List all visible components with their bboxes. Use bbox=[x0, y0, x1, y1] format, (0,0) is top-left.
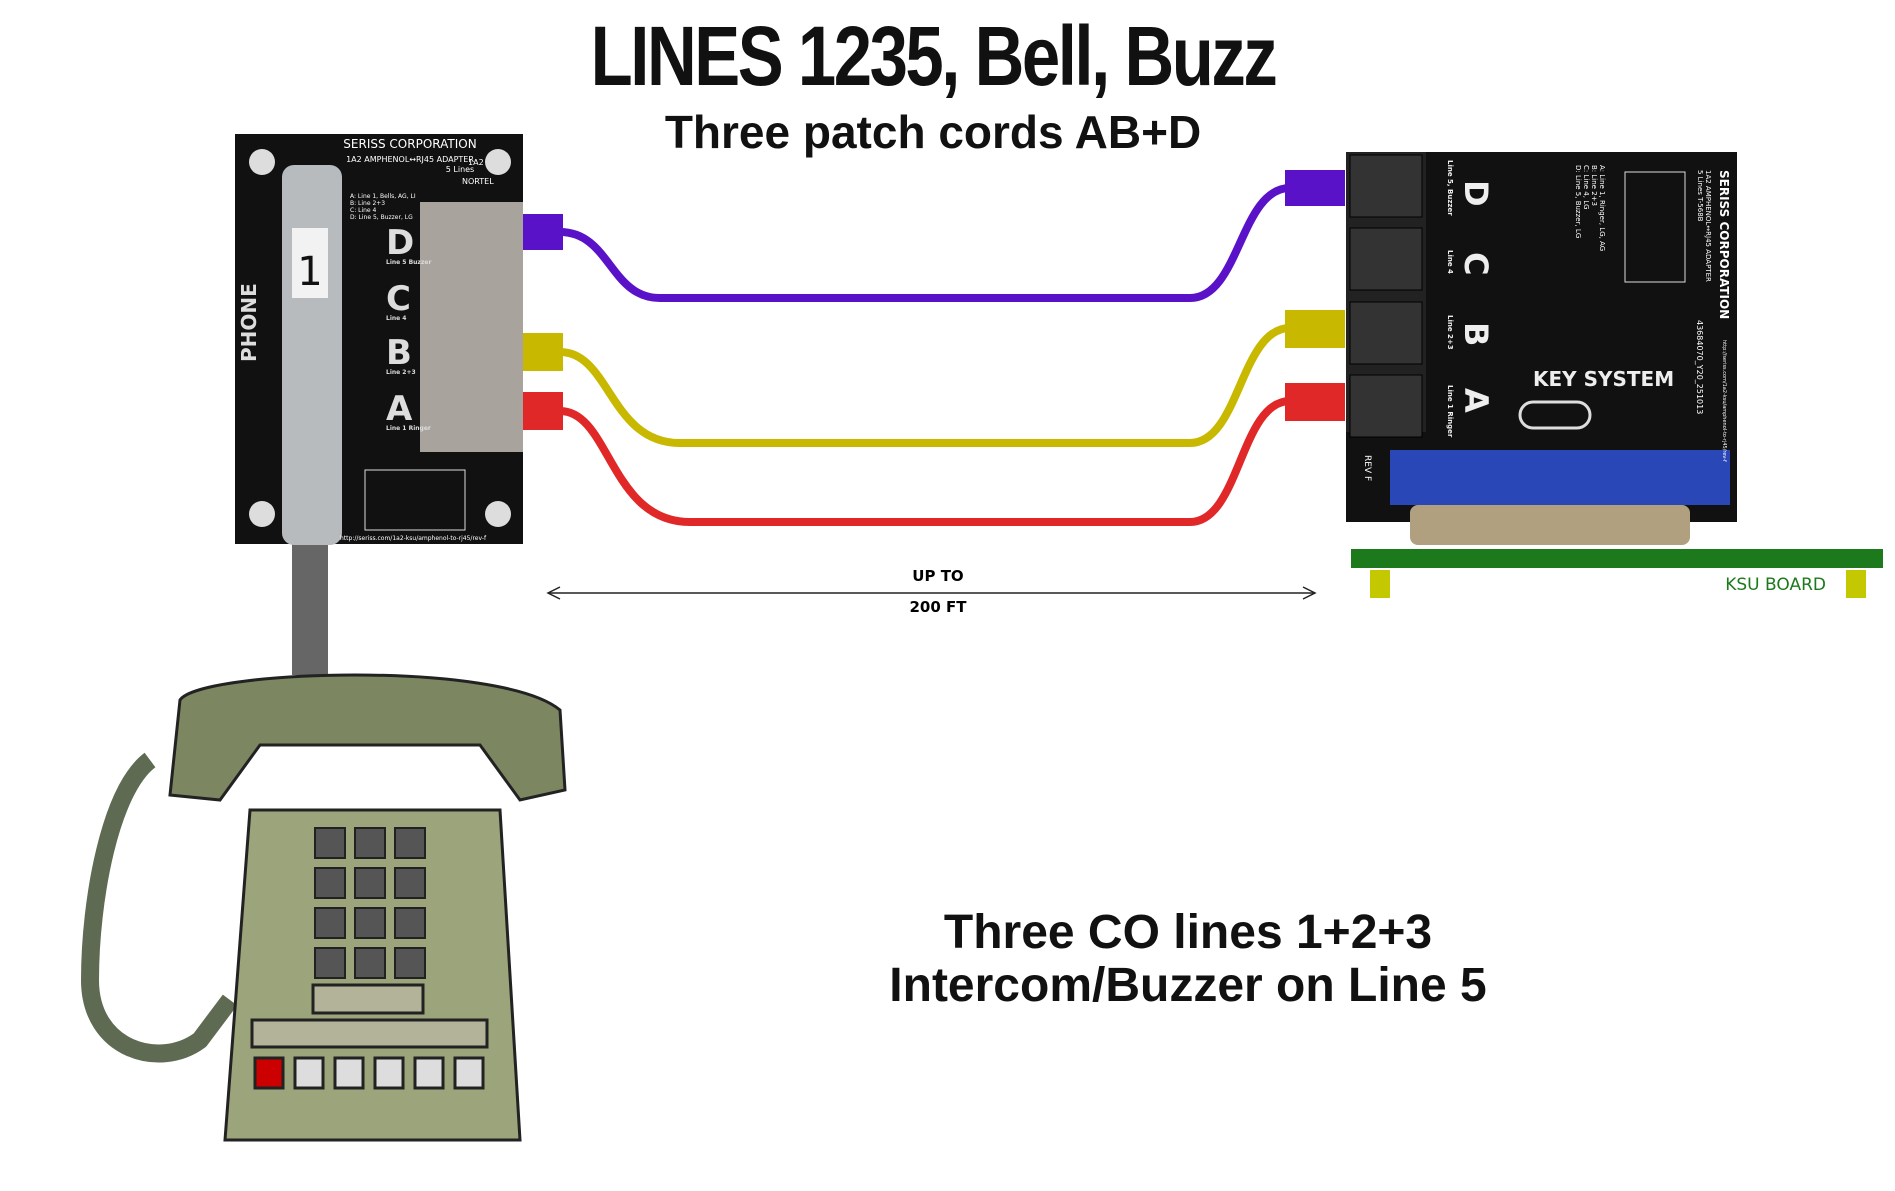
bottom-caption-line2: Intercom/Buzzer on Line 5 bbox=[889, 959, 1487, 1012]
red-plug-right bbox=[1285, 383, 1345, 421]
distance-arrow bbox=[546, 586, 1317, 600]
distance-bottom-label: 200 FT bbox=[909, 598, 967, 616]
right-port-c-desc: Line 4 bbox=[1446, 250, 1454, 274]
jumper-1a2: 1A2 bbox=[468, 158, 484, 167]
right-legend: A: Line 1, Ringer, LG, AG bbox=[1598, 165, 1606, 251]
ksu-label: KSU BOARD bbox=[1725, 575, 1826, 595]
left-port-d-desc: Line 5 Buzzer bbox=[386, 259, 431, 266]
yellow-plug-right bbox=[1285, 310, 1345, 348]
left-port-c-desc: Line 4 bbox=[386, 315, 406, 322]
purple-plug-left bbox=[523, 214, 563, 250]
left-adapter-board: 1 SERISS CORPORATION 1A2 AMPHENOL↔RJ45 A… bbox=[235, 134, 523, 675]
jumper-nortel: NORTEL bbox=[462, 177, 494, 186]
right-port-b-desc: Line 2+3 bbox=[1446, 315, 1454, 350]
key-system-label: KEY SYSTEM bbox=[1533, 367, 1674, 391]
right-adapter-board: D Line 5, Buzzer C Line 4 B Line 2+3 A L… bbox=[1346, 152, 1737, 545]
right-port-a-letter: A bbox=[1457, 388, 1495, 413]
left-header1: SERISS CORPORATION bbox=[343, 137, 476, 151]
diagram-title: LINES 1235, Bell, Buzz bbox=[590, 9, 1278, 103]
rev-label: REV F bbox=[1362, 455, 1372, 481]
left-port-c-letter: C bbox=[386, 279, 411, 319]
purple-cable bbox=[556, 184, 1294, 302]
left-port-d-letter: D bbox=[386, 223, 414, 263]
right-port-d-desc: Line 5, Buzzer bbox=[1446, 160, 1454, 216]
left-header2: 1A2 AMPHENOL↔RJ45 ADAPTER bbox=[346, 155, 474, 164]
right-header1: SERISS CORPORATION bbox=[1717, 170, 1731, 319]
standoff bbox=[1370, 570, 1390, 598]
right-header3: 5 Lines T-568B bbox=[1696, 170, 1704, 222]
left-port-a-letter: A bbox=[386, 389, 413, 429]
right-port-d-letter: D bbox=[1457, 180, 1495, 207]
left-legend: D: Line 5, Buzzer, LG bbox=[350, 214, 413, 221]
red-cable bbox=[556, 397, 1294, 526]
right-url: http://seriss.com/1a2-ksu/amphenol-to-rj… bbox=[1721, 340, 1727, 462]
red-plug-left bbox=[523, 392, 563, 430]
telephone-illustration bbox=[80, 673, 567, 1142]
right-legend: B: Line 2+3 bbox=[1590, 165, 1598, 206]
phone-label: PHONE bbox=[237, 283, 261, 362]
right-port-a-desc: Line 1 Ringer bbox=[1446, 385, 1454, 438]
right-port-b-letter: B bbox=[1457, 322, 1495, 346]
right-legend: C: Line 4, LG bbox=[1582, 165, 1590, 210]
left-legend: B: Line 2+3 bbox=[350, 200, 385, 207]
left-port-b-letter: B bbox=[386, 333, 412, 373]
purple-plug-right bbox=[1285, 170, 1345, 206]
left-legend: A: Line 1, Bells, AG, LI bbox=[350, 193, 416, 200]
yellow-cable bbox=[556, 324, 1294, 447]
ksu-board bbox=[1351, 549, 1883, 568]
right-port-c-letter: C bbox=[1457, 252, 1495, 275]
left-legend: C: Line 4 bbox=[350, 207, 377, 214]
yellow-plug-left bbox=[523, 333, 563, 371]
left-port-a-desc: Line 1 Ringer bbox=[386, 425, 431, 432]
distance-top-label: UP TO bbox=[912, 567, 964, 585]
left-header3: 5 Lines bbox=[446, 165, 474, 174]
part-number: 43684070_Y20_251013 bbox=[1695, 320, 1704, 414]
standoff bbox=[1846, 570, 1866, 598]
diagram-subtitle: Three patch cords AB+D bbox=[664, 106, 1202, 158]
left-port-b-desc: Line 2+3 bbox=[386, 369, 416, 376]
right-legend: D: Line 5, Buzzer, LG bbox=[1574, 165, 1582, 238]
bottom-caption-line1: Three CO lines 1+2+3 bbox=[943, 906, 1433, 959]
tag-number: 1 bbox=[297, 249, 322, 295]
left-url: http://seriss.com/1a2-ksu/amphenol-to-rj… bbox=[340, 535, 487, 542]
right-header2: 1A2 AMPHENOL↔RJ45 ADAPTER bbox=[1704, 170, 1712, 282]
